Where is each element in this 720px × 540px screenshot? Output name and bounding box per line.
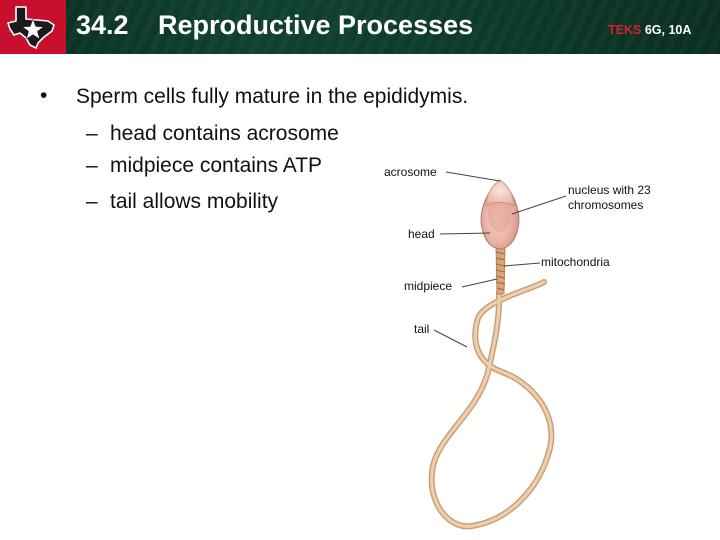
teks-label: TEKS [608, 23, 642, 37]
leader-lines [433, 171, 567, 348]
label-head: head [408, 227, 435, 241]
sperm-midpiece [495, 245, 506, 295]
dash-marker: – [86, 122, 98, 145]
sub-point-text: midpiece contains ATP [110, 154, 323, 177]
bullet-dot: • [40, 84, 48, 107]
texas-logo [0, 0, 66, 54]
sperm-tail [428, 279, 555, 530]
page-title: Reproductive Processes [158, 10, 474, 40]
main-bullet-text: Sperm cells fully mature in the epididym… [76, 85, 469, 108]
sperm-head [480, 179, 520, 250]
label-acrosome: acrosome [384, 165, 437, 179]
label-nucleus-line2: chromosomes [568, 198, 644, 212]
teks-standards: TEKS 6G, 10A [608, 23, 691, 37]
label-mitochondria: mitochondria [541, 255, 610, 269]
sub-point-text: head contains acrosome [110, 122, 339, 145]
dash-marker: – [86, 190, 98, 213]
label-tail: tail [414, 322, 430, 336]
acrosome-cap [485, 179, 515, 207]
label-nucleus-line1: nucleus with 23 [568, 183, 651, 197]
section-number: 34.2 [76, 10, 129, 40]
label-midpiece: midpiece [404, 279, 453, 293]
dash-marker: – [86, 154, 98, 177]
sub-point-text: tail allows mobility [110, 190, 279, 213]
texas-star-icon [7, 6, 55, 49]
teks-codes: 6G, 10A [644, 23, 692, 37]
title-bar: 34.2 Reproductive Processes TEKS 6G, 10A [0, 0, 720, 54]
header-texture [0, 0, 720, 54]
